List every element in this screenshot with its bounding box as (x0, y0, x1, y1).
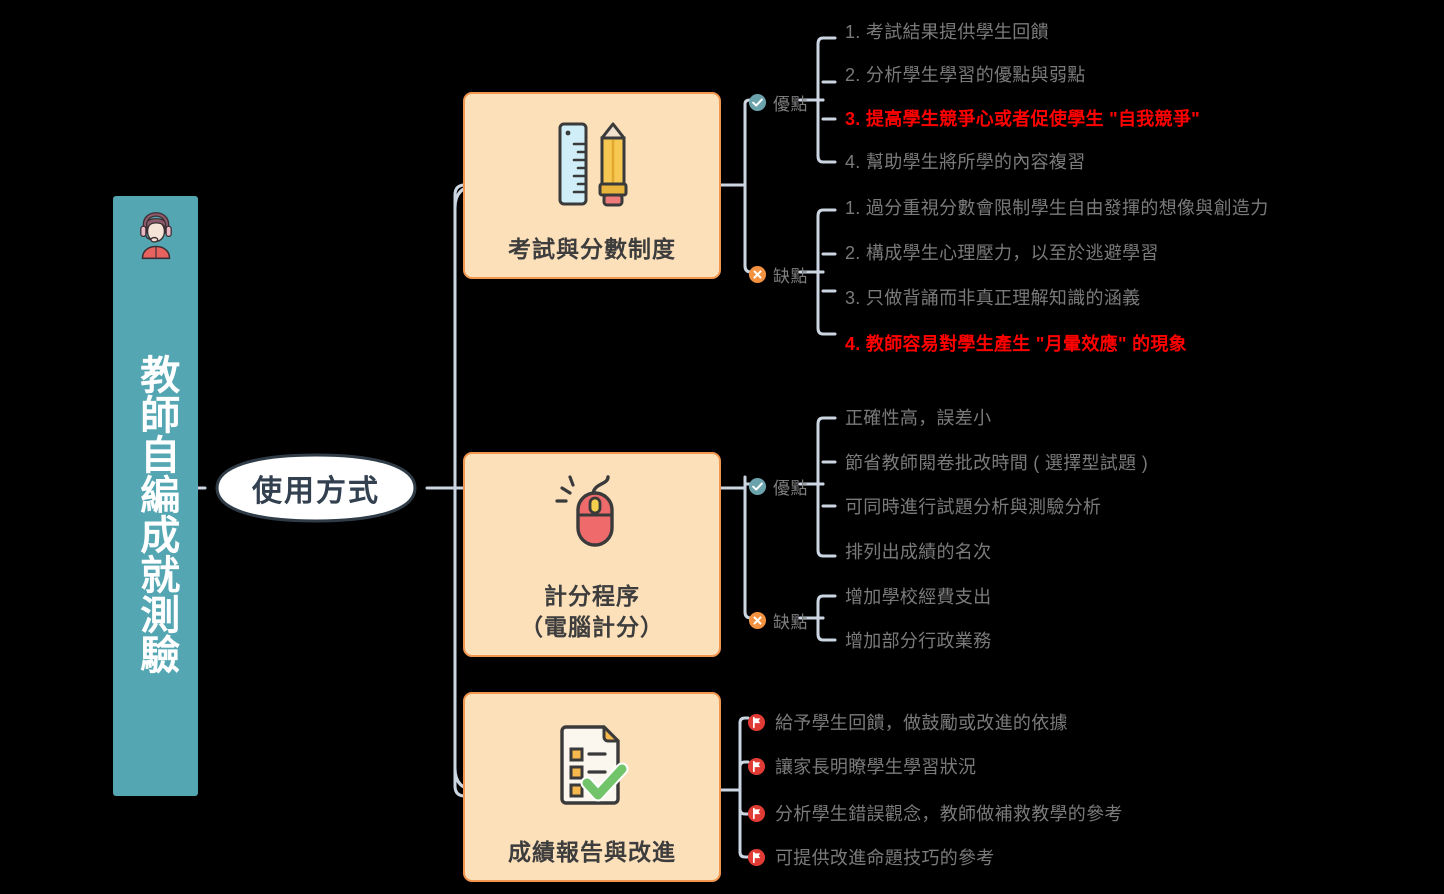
checklist-document-icon (465, 694, 719, 837)
red-flag-icon (747, 757, 766, 775)
topic-box-scoring-procedure[interactable]: 計分程序 （電腦計分） (463, 452, 721, 657)
leaf-item[interactable]: 增加學校經費支出 (845, 587, 992, 607)
topic-box-exam-grading[interactable]: 考試與分數制度 (463, 92, 721, 279)
subnode-cons-topic1[interactable]: 缺點 (748, 262, 808, 287)
computer-mouse-icon (465, 454, 719, 581)
leaf-item[interactable]: 正確性高，誤差小 (845, 408, 992, 428)
leaf-flag-item[interactable]: 讓家長明瞭學生學習狀況 (747, 753, 976, 779)
topic-label: 成績報告與改進 (508, 838, 676, 865)
leaf-flag-text: 給予學生回饋，做鼓勵或改進的依據 (775, 713, 1068, 733)
subnode-label: 缺點 (773, 267, 808, 286)
topic-label: 考試與分數制度 (508, 235, 676, 262)
leaf-flag-item[interactable]: 可提供改進命題技巧的參考 (747, 844, 995, 870)
leaf-item[interactable]: 增加部分行政業務 (845, 631, 992, 651)
lens-bubble-shape (215, 453, 417, 523)
subnode-pros-topic1[interactable]: 優點 (748, 90, 808, 115)
leaf-item[interactable]: 1. 過分重視分數會限制學生自由發揮的想像與創造力 (845, 198, 1269, 218)
root-title-text: 教師自編成就測驗 (134, 354, 179, 674)
red-flag-icon (747, 804, 766, 822)
leaf-item[interactable]: 排列出成績的名次 (845, 542, 992, 562)
topic-label-line2: （電腦計分） (520, 613, 664, 640)
leaf-flag-text: 可提供改進命題技巧的參考 (775, 848, 995, 868)
center-label-bubble[interactable]: 使用方式 (205, 449, 427, 527)
leaf-flag-text: 分析學生錯誤觀念，教師做補救教學的參考 (775, 804, 1123, 824)
x-circle-icon (748, 611, 767, 630)
check-circle-icon (748, 477, 767, 496)
subnode-label: 缺點 (773, 613, 808, 632)
topic-box-report-improvement[interactable]: 成績報告與改進 (463, 692, 721, 882)
subnode-label: 優點 (773, 95, 808, 114)
leaf-item[interactable]: 4. 幫助學生將所學的內容複習 (845, 152, 1086, 172)
subnode-label: 優點 (773, 479, 808, 498)
topic-label-line1: 計分程序 (544, 582, 640, 609)
ruler-and-pencil-icon (465, 94, 719, 234)
red-flag-icon (747, 713, 766, 731)
leaf-item[interactable]: 3. 只做背誦而非真正理解知識的涵義 (845, 288, 1141, 308)
leaf-item[interactable]: 2. 分析學生學習的優點與弱點 (845, 65, 1086, 85)
leaf-flag-item[interactable]: 給予學生回饋，做鼓勵或改進的依據 (747, 709, 1068, 735)
leaf-flag-item[interactable]: 分析學生錯誤觀念，教師做補救教學的參考 (747, 800, 1123, 826)
leaf-item[interactable]: 1. 考試結果提供學生回饋 (845, 22, 1049, 42)
person-with-headset-icon (139, 212, 172, 260)
topic-label: 計分程序 （電腦計分） (520, 581, 664, 643)
leaf-item[interactable]: 2. 構成學生心理壓力，以至於逃避學習 (845, 243, 1159, 263)
leaf-item[interactable]: 可同時進行試題分析與測驗分析 (845, 497, 1102, 517)
x-circle-icon (748, 265, 767, 284)
root-title-bar[interactable]: 教師自編成就測驗 (113, 196, 198, 796)
leaf-item[interactable]: 節省教師閱卷批改時間 ( 選擇型試題 ) (845, 453, 1148, 473)
leaf-item-highlighted[interactable]: 4. 教師容易對學生產生 "月暈效應" 的現象 (845, 334, 1187, 354)
leaf-flag-text: 讓家長明瞭學生學習狀況 (775, 757, 977, 777)
center-label-text: 使用方式 (252, 475, 380, 508)
subnode-pros-topic2[interactable]: 優點 (748, 474, 808, 499)
subnode-cons-topic2[interactable]: 缺點 (748, 608, 808, 633)
check-circle-icon (748, 93, 767, 112)
red-flag-icon (747, 848, 766, 866)
leaf-item-highlighted[interactable]: 3. 提高學生競爭心或者促使學生 "自我競爭" (845, 109, 1200, 129)
